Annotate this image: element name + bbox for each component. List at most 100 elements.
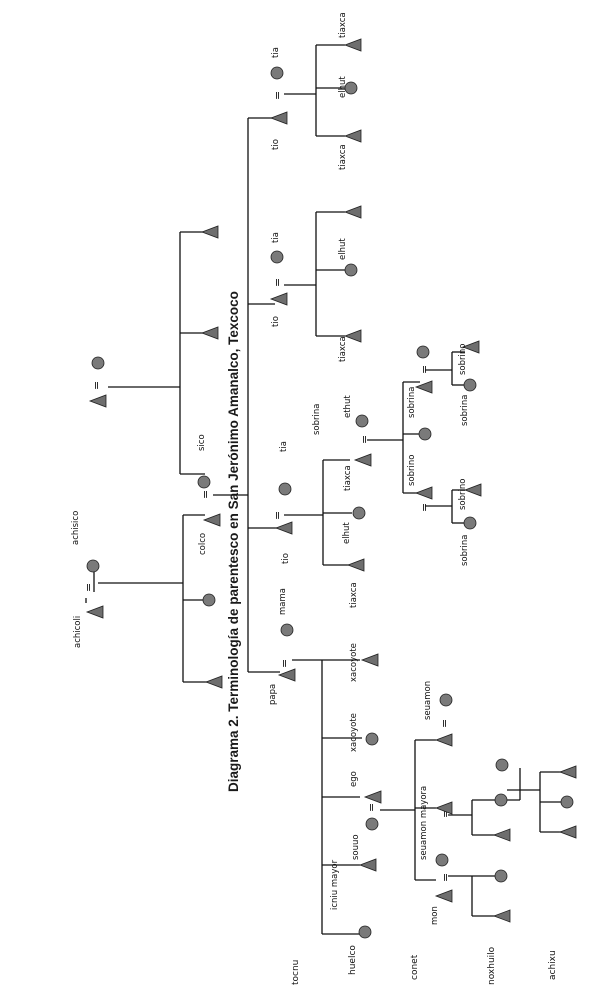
svg-text:=: = — [358, 435, 371, 444]
label-elhut: elhut — [342, 522, 352, 544]
svg-text:=: = — [439, 873, 452, 882]
male-symbol — [200, 225, 219, 239]
female-symbol — [358, 925, 372, 939]
label-seuamon: seuamon — [423, 681, 433, 720]
male-symbol — [434, 889, 453, 903]
label-tiaxca: tiaxca — [338, 12, 348, 38]
generation-label-conet: conet — [410, 954, 420, 980]
label-sobrina: sobrina — [460, 395, 470, 426]
female-symbol — [435, 853, 449, 867]
svg-text:=: = — [365, 803, 378, 812]
female-symbol — [365, 732, 379, 746]
svg-text:=: = — [90, 381, 103, 390]
label-tia: tia — [271, 47, 281, 58]
diagram-title: Diagrama 2. Terminología de parentesco e… — [226, 291, 241, 792]
label-tia: tia — [279, 441, 289, 452]
label-ethut: ethut — [343, 395, 353, 418]
label-sobrina: sobrina — [407, 387, 417, 418]
svg-text:=: = — [271, 511, 284, 520]
label-seuamon-mayora: seuamon mayora — [419, 786, 429, 860]
male-symbol — [558, 825, 577, 839]
svg-text:=: = — [418, 503, 431, 512]
label-mon: mon — [430, 906, 440, 925]
label-tiaxca: tiaxca — [349, 582, 359, 608]
label-tio: tio — [271, 316, 281, 327]
label-elhut: elhut — [338, 238, 348, 260]
male-symbol — [353, 453, 372, 467]
label-sico: sico — [197, 434, 207, 451]
label-colco: colco — [198, 533, 208, 555]
label-tio: tio — [281, 553, 291, 564]
male-symbol — [414, 380, 433, 394]
label-sobrino: sobrino — [407, 455, 417, 486]
kin-symbols — [85, 38, 577, 939]
female-symbol — [463, 378, 477, 392]
svg-text:=: = — [418, 365, 431, 374]
svg-text:=: = — [271, 278, 284, 287]
male-symbol — [461, 340, 480, 354]
marriage-marks: = = = = = = = = = = = = = = — [82, 91, 452, 882]
female-symbol — [439, 693, 453, 707]
male-symbol — [343, 129, 362, 143]
male-symbol — [492, 909, 511, 923]
male-symbol — [200, 326, 219, 340]
male-symbol — [269, 111, 288, 125]
generation-label-huelco: huelco — [348, 945, 358, 975]
male-symbol — [434, 801, 453, 815]
label-elhut: elhut — [338, 76, 348, 98]
label-sobrina: sobrina — [312, 404, 322, 435]
female-symbol — [270, 66, 284, 80]
svg-text:=: = — [438, 719, 451, 728]
female-symbol — [365, 817, 379, 831]
male-symbol — [88, 394, 107, 408]
female-symbol — [86, 559, 100, 573]
male-symbol — [434, 733, 453, 747]
kin-term-labels: achicoli achisico colco sico papa mama t… — [71, 12, 470, 925]
label-achisico: achisico — [71, 511, 81, 545]
male-symbol — [343, 38, 362, 52]
label-mama: mama — [278, 588, 288, 615]
generation-label-achixu: achixu — [548, 950, 558, 980]
label-souuo: souuo — [351, 834, 361, 860]
female-symbol — [344, 263, 358, 277]
female-symbol — [278, 482, 292, 496]
male-symbol — [363, 790, 382, 804]
svg-text:=: = — [271, 91, 284, 100]
label-sobrino: sobrino — [458, 479, 468, 510]
male-symbol — [414, 486, 433, 500]
svg-text:=: = — [199, 490, 212, 499]
female-symbol — [494, 793, 508, 807]
label-xacoyote: xacoyote — [349, 713, 359, 752]
label-achicoli: achicoli — [73, 616, 83, 648]
male-symbol — [492, 828, 511, 842]
svg-text:=: = — [439, 809, 452, 818]
label-tia: tia — [271, 232, 281, 243]
label-sobrino: sobrino — [458, 344, 468, 375]
male-symbol — [85, 605, 104, 619]
svg-text:=: = — [278, 659, 291, 668]
label-sobrina: sobrina — [460, 535, 470, 566]
male-symbol — [277, 668, 296, 682]
male-symbol — [204, 675, 223, 689]
female-symbol — [494, 869, 508, 883]
male-symbol — [202, 513, 221, 527]
female-symbol — [418, 427, 432, 441]
male-symbol — [343, 329, 362, 343]
female-symbol — [280, 623, 294, 637]
male-symbol — [343, 205, 362, 219]
female-symbol — [352, 506, 366, 520]
svg-text:=: = — [82, 583, 95, 592]
label-tiaxca: tiaxca — [343, 465, 353, 491]
male-symbol — [358, 858, 377, 872]
female-symbol — [197, 475, 211, 489]
female-symbol — [202, 593, 216, 607]
female-symbol — [355, 414, 369, 428]
male-symbol — [463, 483, 482, 497]
male-symbol — [269, 292, 288, 306]
male-symbol — [274, 521, 293, 535]
male-symbol — [346, 558, 365, 572]
label-papa: papa — [268, 684, 278, 705]
female-symbol — [270, 250, 284, 264]
